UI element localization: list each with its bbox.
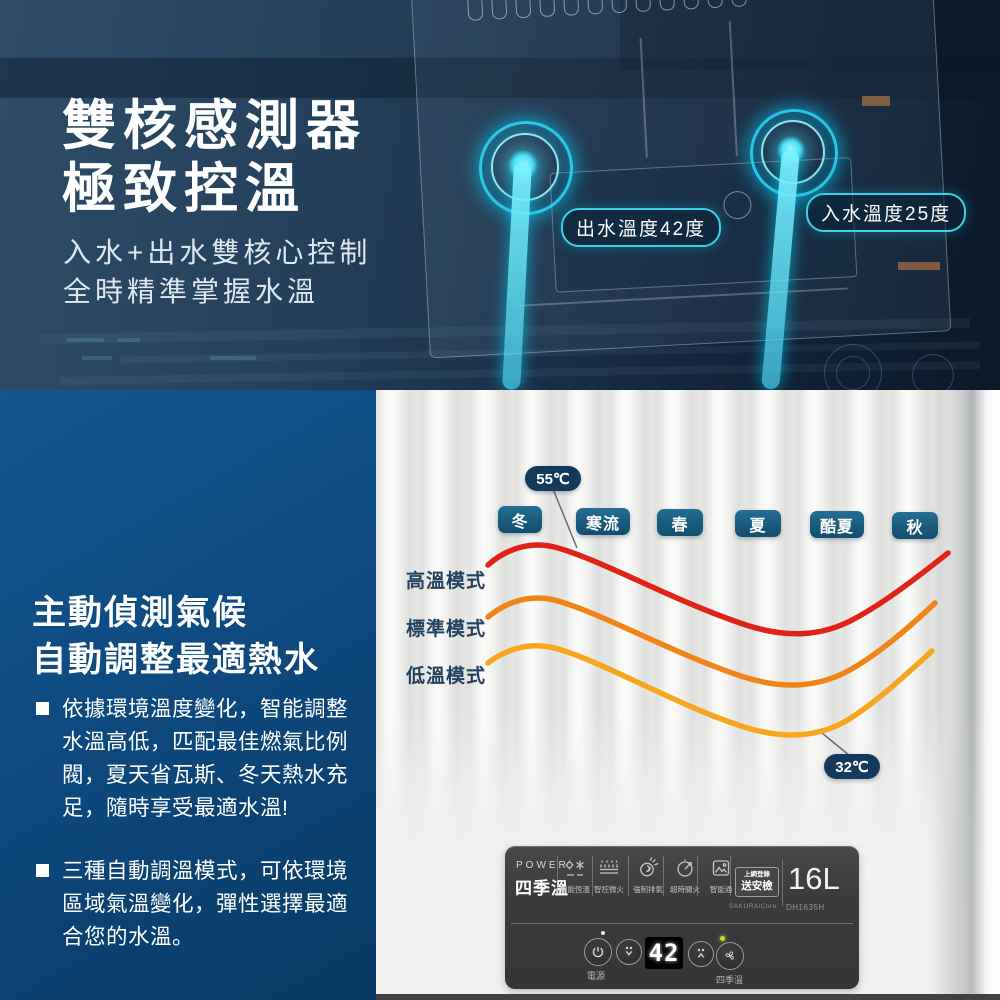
power-button[interactable] [584,938,612,966]
feature-title-line1: 主動偵測氣候 [32,594,248,632]
chart-series-standard [485,595,938,688]
annotation-line-55c [552,488,578,549]
feature-bullet-1: 依據環境溫度變化，智能調整水溫高低，匹配最佳燃氣比例閥，夏天省瓦斯、冬天熱水充足… [36,693,356,825]
annotation-55c: 55℃ [525,466,581,491]
hud-dash [118,338,140,342]
timer-flame-icon [677,859,693,877]
hero-subtitle-line1: 入水+出水雙核心控制 [63,237,372,268]
feature-title-line2: 自動調整最適熱水 [32,641,320,679]
panel-separator [663,856,664,896]
feature-bullets: 依據環境溫度變化，智能調整水溫高低，匹配最佳燃氣比例閥，夏天省瓦斯、冬天熱水充足… [36,693,356,984]
annotation-line-32c [821,732,851,757]
hud-dash [210,356,256,360]
model-number: DH1635H [786,903,825,912]
inlet-temp-callout: 入水溫度25度 [806,193,967,232]
bullet-text: 依據環境溫度變化，智能調整水溫高低，匹配最佳燃氣比例閥，夏天省瓦斯、冬天熱水充足… [62,697,349,820]
hud-accent [862,96,890,106]
control-panel: POWER 四季溫 智能恆溫 [505,846,859,989]
temp-up-button[interactable] [688,941,714,967]
bullet-text: 三種自動調溫模式，可依環境區域氣溫變化，彈性選擇最適合您的水溫。 [62,859,349,949]
water-heater-body: 冬 寒流 春 夏 酷夏 秋 55℃ 32℃ 高溫模式 標準模式 低溫模式 POW… [376,390,1000,1000]
panel-separator [782,860,783,906]
feature-cell-forced-exhaust: 強制排氣 [628,856,668,895]
bullet-square-icon [36,702,49,715]
power-button-label: 電源 [587,971,606,981]
hero-subtitle-line2: 全時精準掌握水溫 [63,276,320,307]
hud-dash [82,356,112,360]
hero-subtitle: 入水+出水雙核心控制 全時精準掌握水溫 [63,233,371,311]
feature-cell-thermostat: 智能恆溫 [555,856,595,895]
hero-section: 出水溫度42度 入水溫度25度 雙核感測器 極致控溫 入水+出水雙核心控制 全時… [0,0,1000,402]
hero-title-line2: 極致控溫 [62,159,306,219]
chart-series-low [485,643,935,738]
mode-label-low: 低溫模式 [406,666,487,687]
power-icon [592,947,604,958]
brand-text: SAKURAiCore [729,903,777,910]
feature-title: 主動偵測氣候 自動調整最適熱水 [32,590,320,684]
burner-rows-icon [600,860,618,874]
panel-separator [557,856,558,896]
feature-panel: 主動偵測氣候 自動調整最適熱水 依據環境溫度變化，智能調整水溫高低，匹配最佳燃氣… [0,390,376,1000]
season-badge-coldwave: 寒流 [576,508,630,535]
season-badge-spring: 春 [657,509,703,536]
chevron-down-icon [625,946,633,956]
season-badge-winter: 冬 [498,506,542,533]
panel-separator [592,856,593,896]
heater-right-edge [930,390,1000,1000]
hero-bg-band [620,0,1000,70]
capacity-label: 16L [788,861,840,896]
season-badge-hot-summer: 酷夏 [810,511,864,538]
temp-down-button[interactable] [616,939,642,965]
panel-separator [697,856,698,896]
top-grille [467,0,748,21]
feature-cell-auto-off: 超時關火 [665,856,705,895]
season-badge-autumn: 秋 [892,512,938,539]
bottom-section: 主動偵測氣候 自動調整最適熱水 依據環境溫度變化，智能調整水溫高低，匹配最佳燃氣… [0,390,1000,1000]
outlet-temp-callout: 出水溫度42度 [561,208,722,247]
chevron-up-icon [697,948,705,958]
season-mode-button[interactable] [716,942,744,970]
bullet-square-icon [36,864,49,877]
four-season-icon [725,951,734,960]
chart-series-high [485,542,951,637]
smart-app-icon [712,860,730,876]
season-temperature-chart [485,488,951,757]
feature-bullet-2: 三種自動調溫模式，可依環境區域氣溫變化，彈性選擇最適合您的水溫。 [36,855,356,954]
pipe-line [728,21,738,157]
temperature-display: 42 [645,937,683,969]
hud-accent [898,262,940,270]
hero-title: 雙核感測器 極致控溫 [62,95,367,221]
mode-led [720,936,725,941]
hero-bg-band [0,58,1000,98]
panel-separator [628,856,629,896]
feature-cell-flame-control: 智控微火 [589,856,629,895]
panel-separator [730,856,731,896]
sun-snowflake-icon [565,860,584,876]
hud-dash [66,338,104,342]
registration-badge: 上網登錄 送安檢 [735,867,779,897]
mode-label-high: 高溫模式 [406,571,487,592]
feature-cell-smart-connect: 智能通 [701,856,741,895]
annotation-32c: 32℃ [824,754,880,779]
mode-label-standard: 標準模式 [406,619,487,640]
exhaust-fan-icon [640,857,659,877]
panel-divider [511,923,853,924]
hero-title-line1: 雙核感測器 [62,96,367,156]
power-name: 四季溫 [515,879,569,898]
season-badge-summer: 夏 [735,510,781,537]
power-label: POWER [516,860,569,871]
power-led [601,931,605,935]
photo-bottom-edge [376,994,1000,1000]
pipe-line [639,37,648,158]
mode-button-label: 四季溫 [716,975,744,985]
hud-circle [836,356,870,390]
